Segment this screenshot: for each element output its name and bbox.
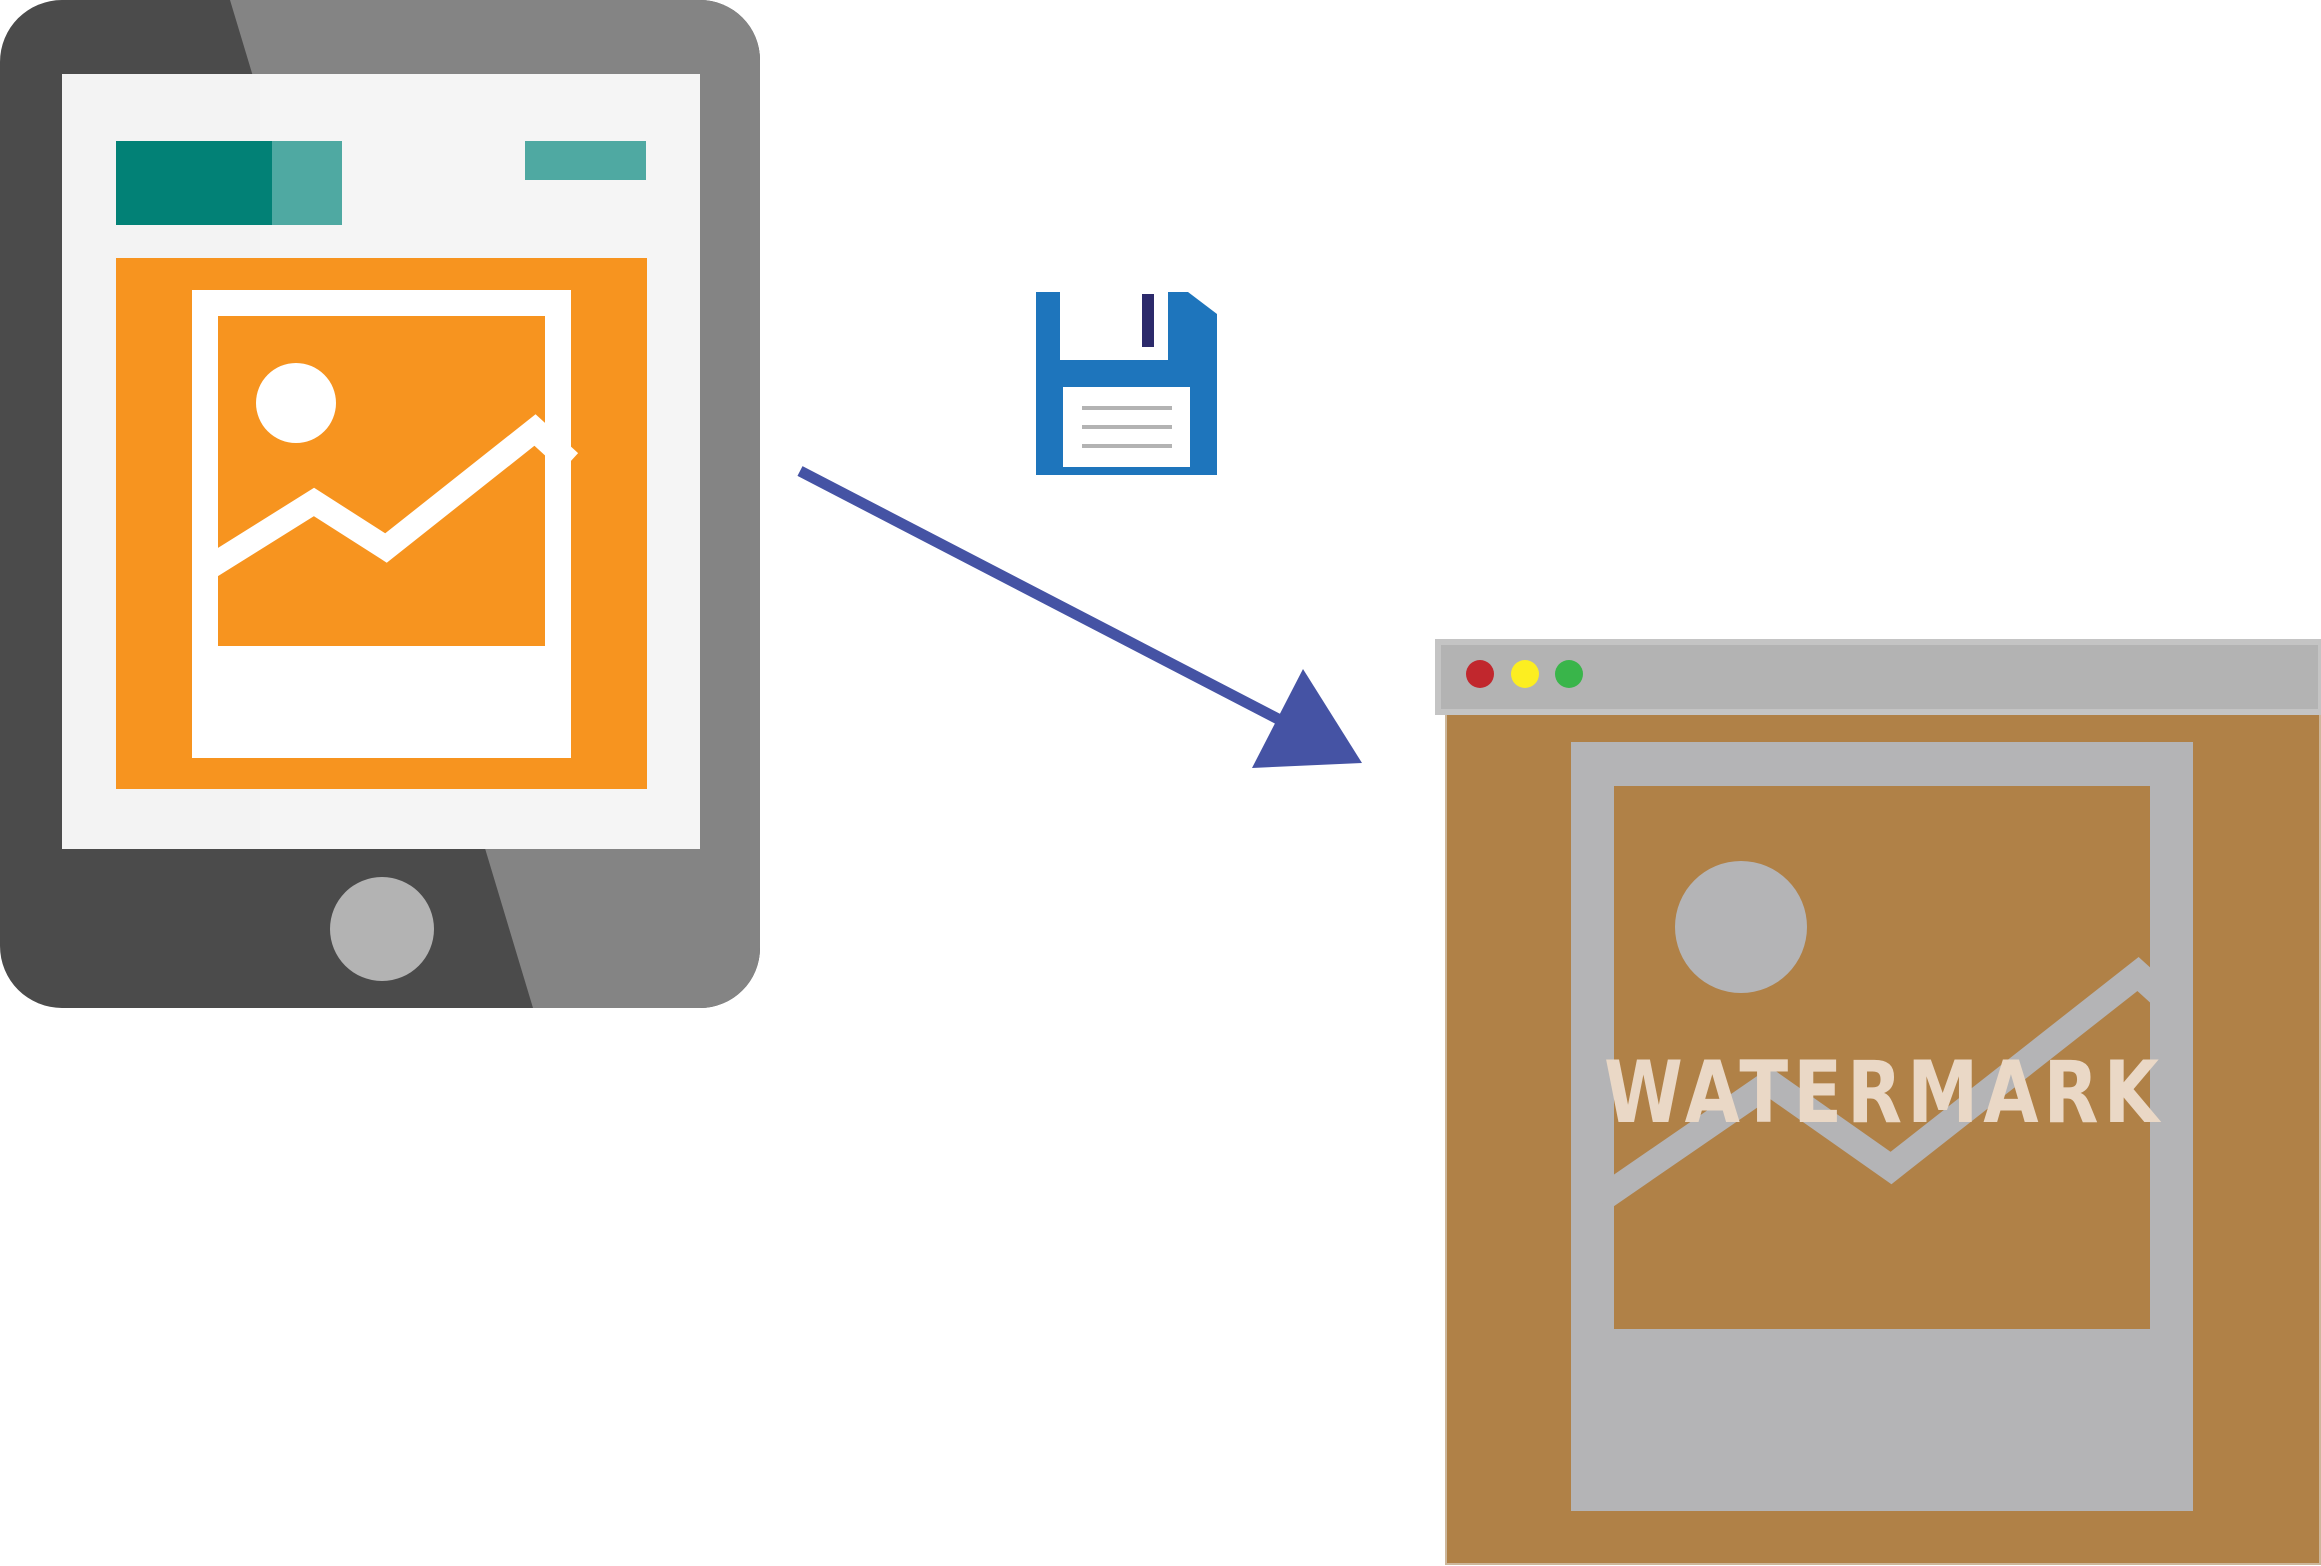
arrow-icon bbox=[797, 466, 1362, 768]
mountain-line-grey bbox=[1592, 956, 2169, 1211]
floppy-disk-icon bbox=[1036, 292, 1217, 475]
browser-window-icon: WATERMARK bbox=[1435, 639, 2321, 1565]
home-button bbox=[330, 877, 434, 981]
sun-circle bbox=[256, 363, 336, 443]
window-close-dot bbox=[1466, 660, 1494, 688]
window-minimize-dot bbox=[1511, 660, 1539, 688]
picture-icon bbox=[192, 290, 579, 758]
picture-icon-watermarked bbox=[1571, 742, 2193, 1511]
picture-canvas bbox=[218, 316, 545, 646]
arrow-shaft bbox=[797, 466, 1285, 726]
arrow-head bbox=[1252, 669, 1362, 768]
sun-circle-grey bbox=[1675, 861, 1807, 993]
watermark-label: WATERMARK bbox=[1604, 1043, 2164, 1143]
screen-header-block-highlight bbox=[272, 141, 342, 225]
window-maximize-dot bbox=[1555, 660, 1583, 688]
mountain-line bbox=[203, 414, 579, 578]
tablet-icon bbox=[0, 0, 760, 1008]
floppy-shutter-slot bbox=[1142, 294, 1154, 347]
screen-header-tab bbox=[525, 141, 646, 180]
browser-title-bar bbox=[1435, 639, 2321, 715]
